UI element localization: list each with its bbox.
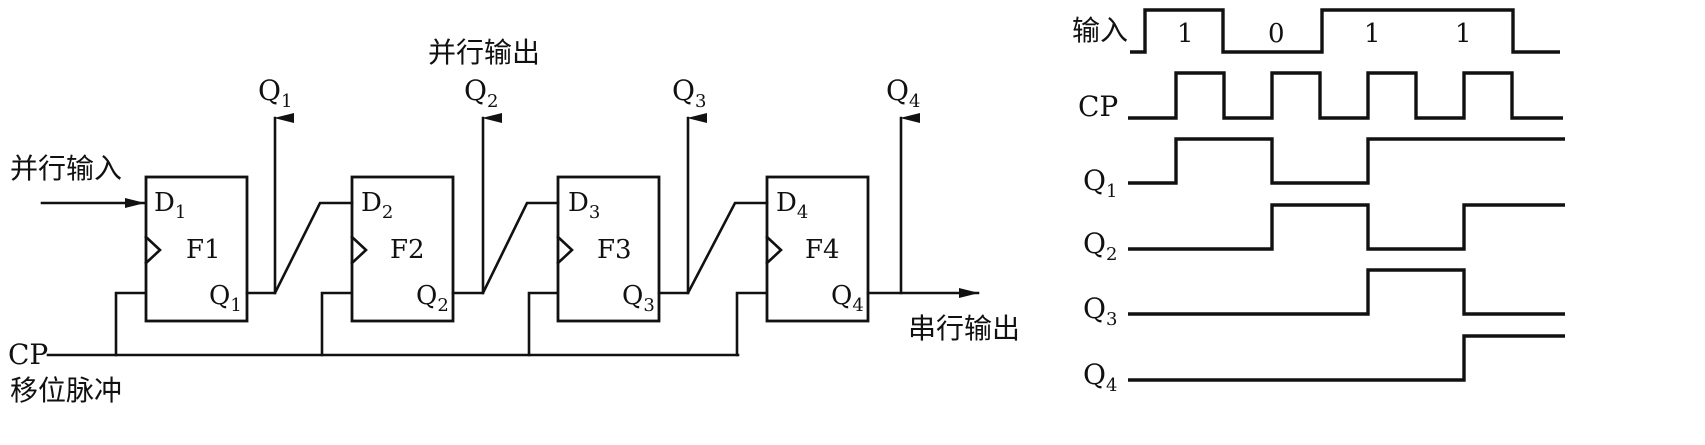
- serial-output-label: 串行输出: [908, 312, 1020, 345]
- wire-q3-to-d4: [657, 201, 769, 295]
- clock-triangle-f1: [144, 235, 162, 265]
- f1-d-label: D1: [154, 188, 186, 223]
- f3-q-label: Q3: [622, 281, 655, 316]
- flipflop-f1: [144, 175, 249, 323]
- wire-q2-to-d3: [451, 201, 560, 295]
- q3-output-label: Q3: [672, 74, 706, 112]
- flipflop-f2: [350, 175, 455, 323]
- f2-q-label: Q2: [416, 281, 449, 316]
- f3-d-label: D3: [568, 188, 600, 223]
- timing-label-input: 输入: [1072, 14, 1128, 47]
- timing-label-q3: Q3: [1083, 292, 1117, 330]
- cp-label: CP: [8, 338, 48, 371]
- timing-label-q1: Q1: [1083, 164, 1117, 202]
- cp-waveform: [1128, 71, 1563, 120]
- input-bit-2: 0: [1268, 19, 1285, 49]
- input-bit-3: 1: [1364, 19, 1381, 49]
- clock-line-f3: [527, 291, 560, 357]
- q2-output-label: Q2: [464, 74, 498, 112]
- q1-waveform: [1128, 137, 1565, 185]
- f4-d-label: D4: [776, 188, 808, 223]
- input-bit-4: 1: [1455, 19, 1472, 49]
- input-bit-1: 1: [1177, 19, 1194, 49]
- timing-diagram: 输入 CP Q1 Q2 Q3 Q4 1 0 1 1: [1072, 8, 1565, 396]
- f4-q-label: Q4: [831, 281, 864, 316]
- flipflop-f4: [765, 175, 870, 323]
- clock-triangle-f3: [556, 235, 574, 265]
- q4-output-label: Q4: [886, 74, 920, 112]
- timing-label-q2: Q2: [1083, 227, 1117, 265]
- q2-waveform: [1128, 203, 1565, 251]
- clock-triangle-f2: [350, 235, 368, 265]
- f3-name: F3: [597, 235, 632, 265]
- parallel-input-label: 并行输入: [10, 152, 122, 185]
- wire-q1-to-d2: [245, 201, 354, 295]
- timing-label-q4: Q4: [1083, 358, 1117, 396]
- flipflop-f3: [556, 175, 661, 323]
- f1-name: F1: [186, 235, 221, 265]
- clock-line-f1: [114, 291, 148, 357]
- f2-d-label: D2: [361, 188, 393, 223]
- input-waveform: [1130, 8, 1560, 54]
- clock-line-f4: [735, 291, 769, 357]
- clock-line-f2: [320, 291, 354, 357]
- clock-triangle-f4: [765, 235, 783, 265]
- q3-waveform: [1128, 268, 1565, 316]
- f2-name: F2: [390, 235, 425, 265]
- f1-q-label: Q1: [209, 281, 242, 316]
- shift-pulse-label: 移位脉冲: [10, 374, 122, 407]
- timing-label-cp: CP: [1078, 90, 1118, 123]
- circuit-diagram: 并行输出 并行输入 CP 移位脉冲 D1 D2 D3 D4 F1 F2 F3 F…: [8, 36, 1020, 407]
- f4-name: F4: [805, 235, 840, 265]
- q1-output-label: Q1: [258, 74, 292, 112]
- parallel-output-label: 并行输出: [428, 36, 540, 69]
- q4-waveform: [1128, 334, 1565, 382]
